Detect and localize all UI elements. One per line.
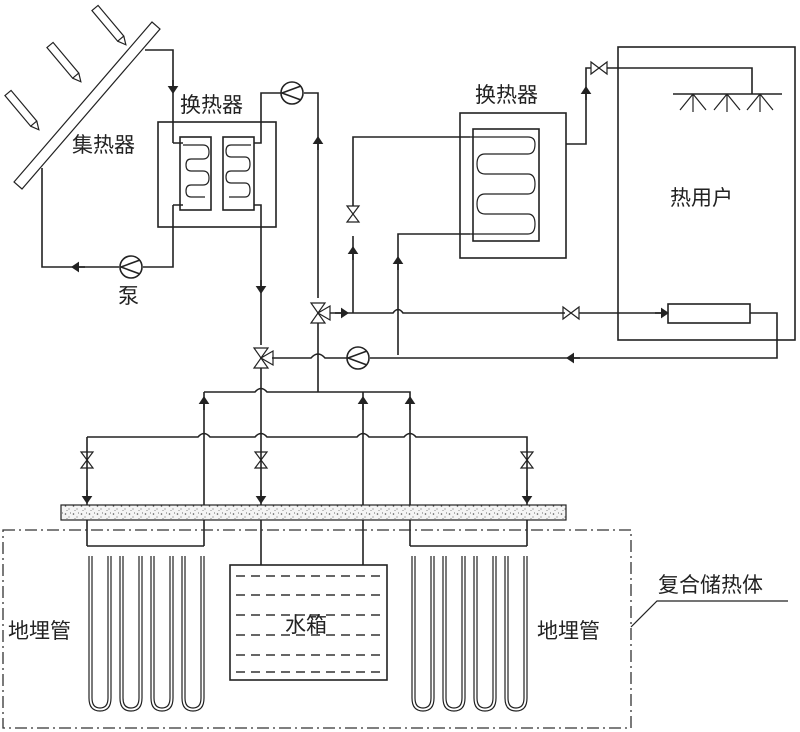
gate-valve-icon (345, 205, 361, 223)
radiator-return-pipe (420, 312, 778, 359)
pump-icon-3 (345, 346, 370, 370)
hx2-inlet-pipe (352, 136, 470, 206)
sun-ray-icons (4, 4, 127, 131)
buried-pipe-right-label: 地埋管 (537, 619, 600, 643)
sprinkler-feed-pipe (607, 67, 753, 94)
heat-exchanger-2-label: 换热器 (475, 83, 538, 107)
heat-user-box (617, 46, 796, 341)
collector-loop-pipe (143, 142, 183, 268)
tank-connections (260, 546, 364, 565)
collector-label: 集热器 (72, 133, 135, 157)
gate-valve-icon (590, 60, 608, 76)
right-buried-pipe-field (410, 545, 528, 712)
hx1-supply-riser (304, 92, 319, 298)
buried-pipe-left-label: 地埋管 (8, 619, 71, 643)
pump-icon (118, 255, 143, 279)
heat-exchanger-1-label: 换热器 (180, 93, 243, 117)
lower-manifold (87, 432, 528, 546)
gate-valve-icon (253, 451, 269, 469)
left-buried-pipe-field (87, 545, 205, 712)
pump-icon-2 (279, 81, 304, 105)
hx1-out-pipe (254, 92, 281, 144)
collector-outlet-pipe (145, 49, 174, 143)
composite-storage-label: 复合储热体 (658, 573, 763, 597)
supply-main-pipe (330, 308, 565, 314)
three-way-valve-icon (309, 302, 331, 324)
gate-valve-icon (519, 451, 535, 469)
hx2-outlet-pipe (397, 233, 470, 355)
solar-collector (13, 21, 161, 190)
gate-valve-icon (562, 305, 580, 321)
composite-storage-boundary (2, 529, 632, 729)
water-tank-label: 水箱 (285, 613, 327, 637)
three-way-valve-icon (252, 347, 274, 369)
hx1-return-pipe (254, 204, 262, 345)
heat-exchanger-1 (157, 121, 277, 228)
sprinkler-icon (673, 93, 782, 112)
radiator-icon (667, 303, 751, 324)
heat-user-label: 热用户 (670, 186, 733, 210)
return-to-valve-pipe (272, 353, 347, 359)
gate-valve-icon (79, 451, 95, 469)
upper-manifold (204, 387, 411, 546)
hx2-hot-out-pipe (566, 67, 591, 145)
pump-label: 泵 (118, 284, 139, 308)
water-tank (229, 564, 388, 681)
heat-exchanger-2 (459, 112, 567, 259)
composite-storage-leader (630, 600, 788, 628)
collector-return-pipe (41, 168, 119, 268)
ground-surface-layer (60, 504, 567, 521)
